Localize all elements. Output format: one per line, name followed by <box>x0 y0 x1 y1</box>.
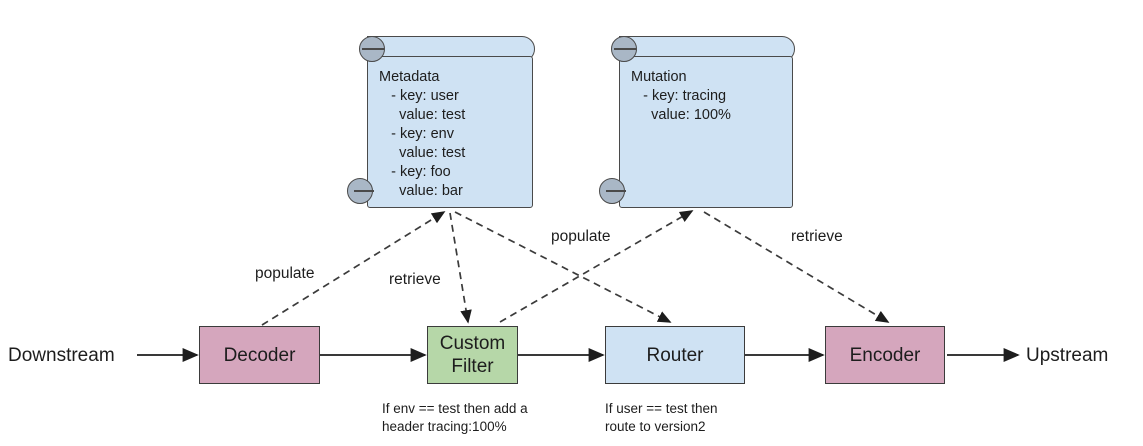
scroll-mutation-text: Mutation - key: tracing value: 100% <box>631 69 731 123</box>
downstream-label: Downstream <box>8 345 115 366</box>
edge-label-retrieve-metadata: retrieve <box>389 271 441 288</box>
scroll-top-curl-icon <box>611 36 637 62</box>
scroll-top-curl-icon <box>359 36 385 62</box>
filter-caption: If env == test then add a header tracing… <box>382 401 528 434</box>
scroll-metadata-text: Metadata - key: user value: test - key: … <box>379 69 466 199</box>
edge-label-retrieve-mutation: retrieve <box>791 228 843 245</box>
node-encoder[interactable]: Encoder <box>825 326 945 384</box>
upstream-label: Upstream <box>1026 345 1109 366</box>
node-router[interactable]: Router <box>605 326 745 384</box>
scroll-bottom-curl-icon <box>599 178 626 204</box>
scroll-metadata[interactable]: Metadata - key: user value: test - key: … <box>345 32 555 214</box>
router-caption: If user == test then route to version2 <box>605 401 718 434</box>
node-decoder[interactable]: Decoder <box>199 326 320 384</box>
scroll-body <box>619 56 793 208</box>
node-custom-filter[interactable]: Custom Filter <box>427 326 518 384</box>
edge-metadata-to-router <box>454 211 672 323</box>
edge-label-populate-metadata: populate <box>255 265 315 282</box>
edge-filter-populate-mutation <box>499 210 694 323</box>
scroll-body <box>367 56 533 208</box>
scroll-bottom-curl-icon <box>347 178 374 204</box>
edge-label-populate-mutation: populate <box>551 228 611 245</box>
scroll-mutation[interactable]: Mutation - key: tracing value: 100% <box>597 32 812 214</box>
edge-metadata-retrieve-filter <box>449 212 472 324</box>
